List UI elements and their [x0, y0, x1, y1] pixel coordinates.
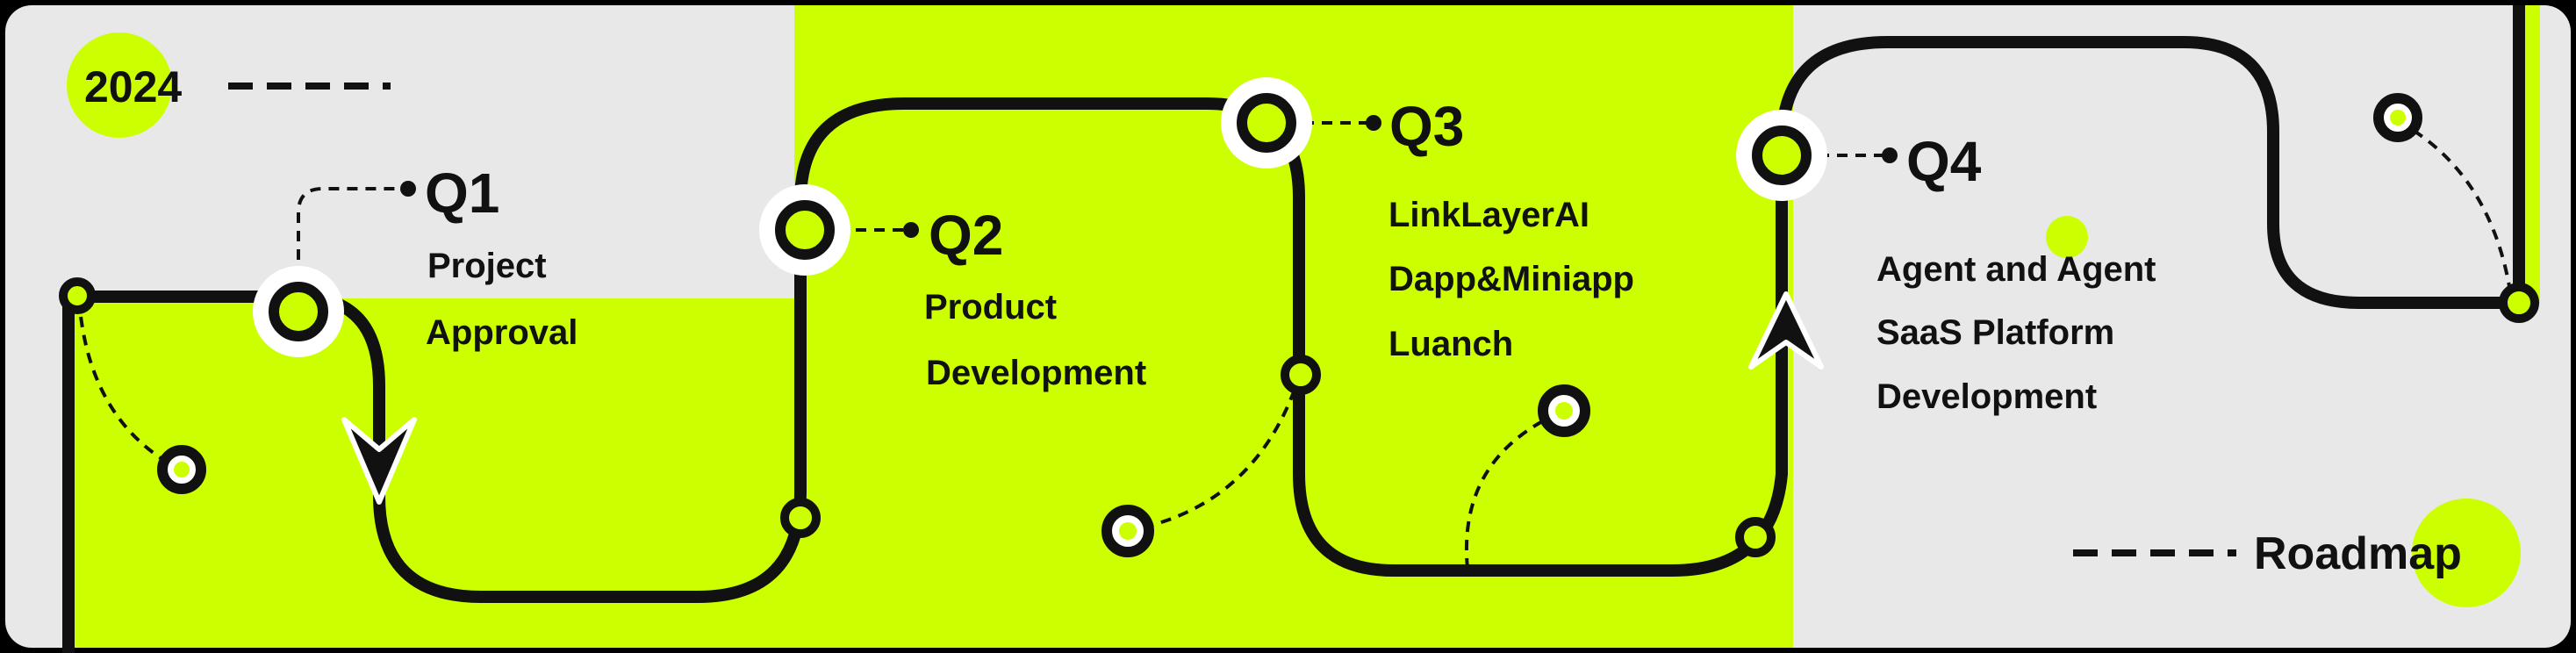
milestone-text: Project: [427, 247, 547, 285]
arrow-down-icon: [341, 417, 417, 505]
quarter-title-q2: Q2: [929, 204, 1003, 267]
dashed-link-mid-left: [1124, 377, 1301, 533]
milestone-text: SaaS Platform: [1876, 313, 2114, 352]
milestone-text: LinkLayerAI: [1388, 196, 1589, 234]
milestone-text: Dapp&Miniapp: [1388, 260, 1634, 298]
milestone-text: Product: [924, 288, 1057, 326]
quarter-node-q4: [1736, 110, 1827, 201]
path-node: [59, 277, 96, 314]
quarter-node-q3: [1221, 77, 1312, 169]
connector-dot: [1366, 115, 1381, 131]
connector-dot: [1882, 147, 1898, 163]
accent-dot: [2046, 216, 2088, 258]
dashed-link-mid-right: [1465, 409, 1565, 570]
accent-dot: [573, 316, 612, 355]
path-node: [780, 498, 821, 538]
arrow-up-icon: [1748, 291, 1824, 370]
year-badge: [67, 32, 172, 138]
milestone-text: Development: [1876, 377, 2097, 416]
quarter-title-q1: Q1: [425, 161, 499, 225]
milestone-text: Agent and Agent: [1876, 250, 2156, 289]
quarter-node-q1: [253, 266, 344, 357]
quarter-title-q4: Q4: [1906, 130, 1982, 193]
roadmap-badge: [2412, 499, 2521, 607]
connector-dot: [903, 222, 919, 238]
path-node: [1281, 355, 1321, 395]
path-node: [1735, 517, 1776, 557]
milestone-text: Luanch: [1388, 325, 1513, 363]
dashed-link-right-branch: [2397, 119, 2514, 304]
connector-dot: [400, 181, 416, 197]
year-label: 2024: [84, 62, 182, 111]
quarter-title-q3: Q3: [1389, 95, 1464, 158]
roadmap-path: [62, 5, 2525, 653]
milestone-text: Development: [926, 354, 1146, 392]
quarter-node-q2: [759, 184, 850, 276]
roadmap-label: Roadmap: [2254, 528, 2462, 579]
milestone-text: Approval: [426, 313, 578, 352]
path-node: [2499, 283, 2539, 323]
